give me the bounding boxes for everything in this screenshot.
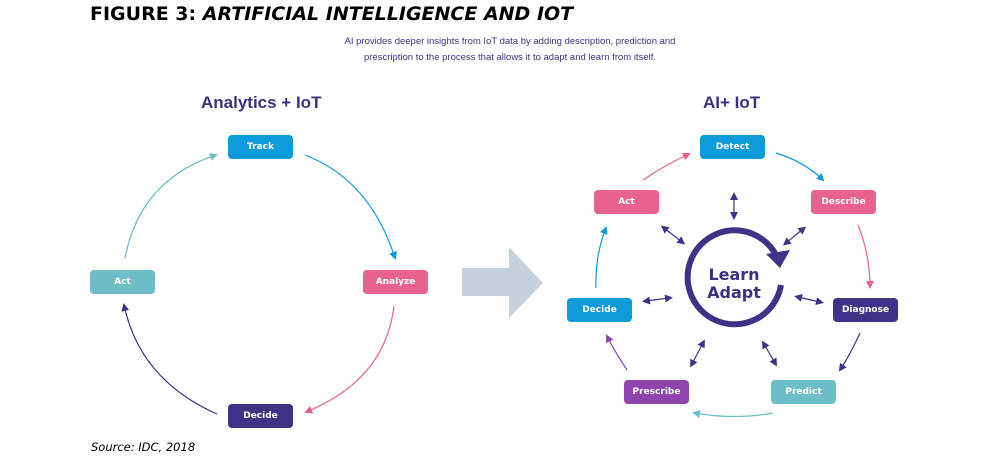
link-diagnose-center bbox=[794, 293, 824, 306]
center-line-2: Adapt bbox=[707, 283, 761, 302]
arc-act-to-detect bbox=[642, 152, 691, 181]
node-detect: Detect bbox=[700, 135, 765, 159]
arc-analyze-to-decide bbox=[304, 305, 395, 414]
node-track: Track bbox=[228, 135, 293, 159]
arc-predict-to-prescribe bbox=[692, 410, 774, 418]
link-act-center bbox=[660, 225, 686, 245]
node-describe: Describe bbox=[811, 190, 876, 214]
arc-act-to-track bbox=[124, 153, 218, 259]
node-prescribe: Prescribe bbox=[624, 380, 689, 404]
link-describe-center bbox=[782, 226, 807, 246]
arc-track-to-analyze bbox=[304, 154, 397, 260]
figure-title-text: ARTIFICIAL INTELLIGENCE AND IOT bbox=[202, 3, 574, 25]
arc-describe-to-diagnose bbox=[857, 224, 874, 289]
node-decide-ai: Decide bbox=[567, 298, 632, 322]
link-decide-center bbox=[642, 294, 673, 305]
node-act: Act bbox=[90, 270, 155, 294]
subtitle-line-2: prescription to the process that allows … bbox=[363, 52, 656, 63]
link-predict-center bbox=[761, 340, 778, 367]
node-diagnose: Diagnose bbox=[833, 298, 898, 322]
learn-adapt-label: Learn Adapt bbox=[690, 266, 778, 302]
figure-label: FIGURE 3: bbox=[90, 3, 197, 25]
node-predict: Predict bbox=[771, 380, 836, 404]
right-arrow-icon bbox=[462, 247, 543, 318]
node-analyze: Analyze bbox=[363, 270, 428, 294]
source-note: Source: IDC, 2018 bbox=[91, 440, 196, 454]
arc-decide-to-act bbox=[121, 303, 218, 415]
arc-detect-to-describe bbox=[775, 152, 825, 182]
node-act-ai: Act bbox=[594, 190, 659, 214]
link-prescribe-center bbox=[690, 339, 705, 368]
figure-subtitle: AI provides deeper insights from IoT dat… bbox=[280, 34, 740, 66]
arc-diagnose-to-predict bbox=[838, 332, 861, 372]
arc-prescribe-to-decide bbox=[606, 334, 628, 371]
subtitle-line-1: AI provides deeper insights from IoT dat… bbox=[344, 36, 676, 47]
arc-decide-to-act bbox=[595, 226, 608, 289]
left-panel-title: Analytics + IoT bbox=[201, 93, 322, 112]
figure-title: FIGURE 3: ARTIFICIAL INTELLIGENCE AND IO… bbox=[90, 3, 573, 25]
right-panel-title: AI+ IoT bbox=[703, 93, 761, 112]
cycle-arrow-icon bbox=[684, 227, 790, 328]
node-decide: Decide bbox=[228, 404, 293, 428]
center-line-1: Learn bbox=[708, 265, 760, 284]
